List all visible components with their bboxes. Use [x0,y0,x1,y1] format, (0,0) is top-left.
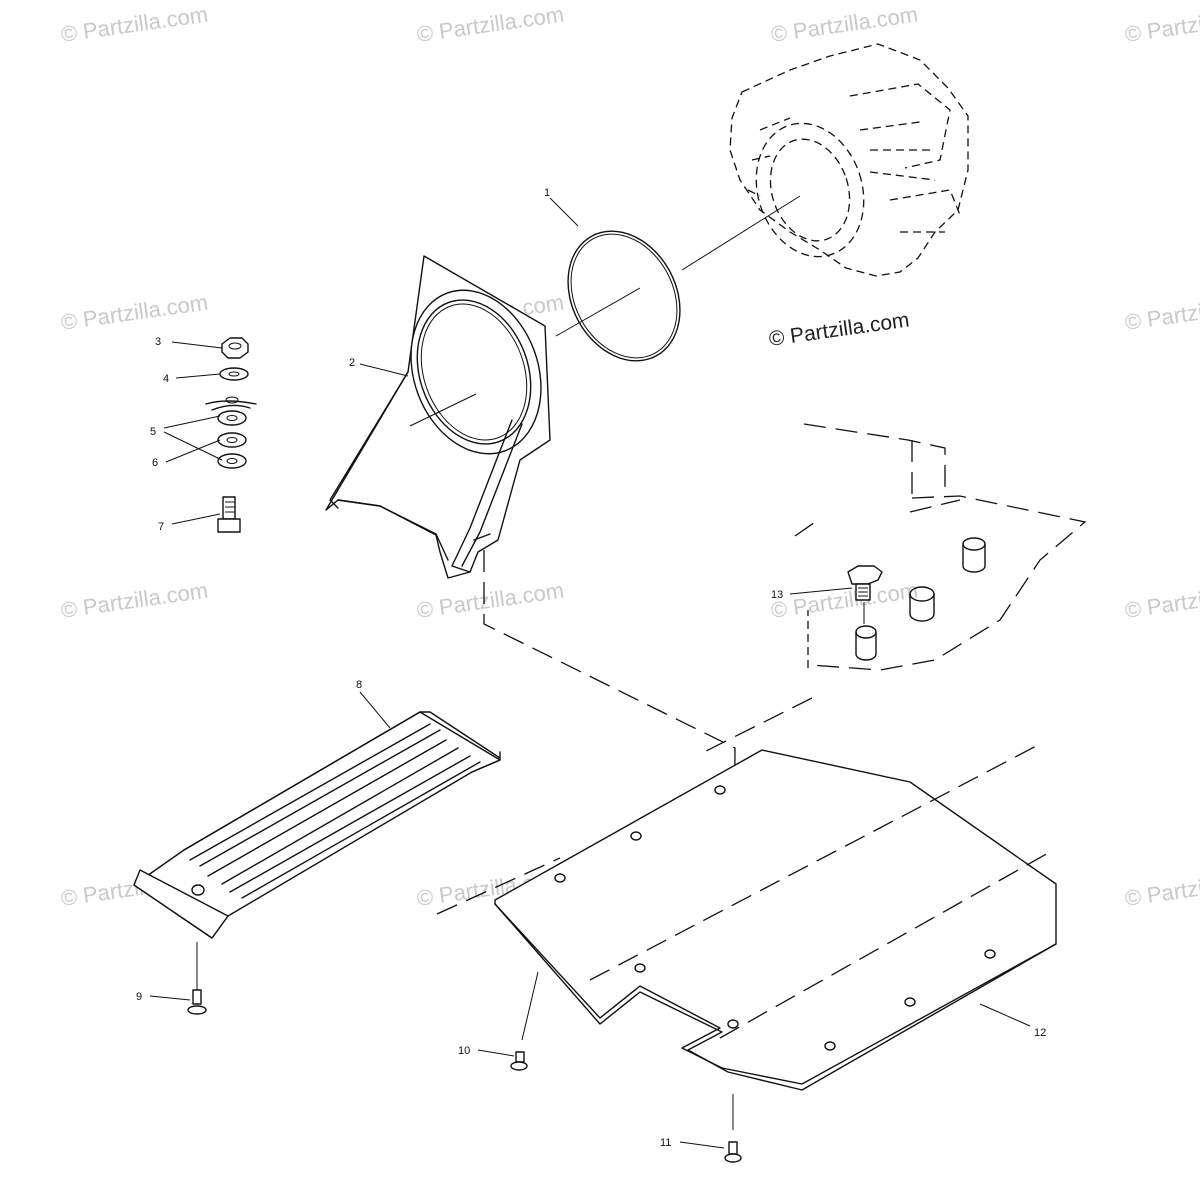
callout-label: 3 [155,336,161,348]
mounting-plate-outline [794,423,1087,671]
callouts: 1 2 3 4 5 6 7 8 9 10 11 12 13 [136,187,1046,1149]
washer-icon [217,410,247,426]
callout-label: 10 [458,1045,470,1057]
watermark: © Partzilla.com [1123,578,1200,623]
intake-housing [325,255,551,579]
watermark: © Partzilla.com [415,2,565,47]
callout-label: 7 [158,521,164,533]
fastener-stack [205,337,257,533]
assembly-line [436,857,561,915]
assembly-line [699,697,813,755]
watermark: © Partzilla.com [1123,2,1200,47]
screw-icon [510,971,539,1071]
washer-icon [217,432,247,448]
watermark-main: © Partzilla.com [767,308,910,350]
bolt-icon [217,496,241,533]
callout-label: 12 [1034,1027,1046,1039]
screw-icon [187,942,207,1015]
o-ring [567,230,681,362]
callout-label: 11 [660,1137,671,1149]
callout-label: 8 [356,679,362,691]
axis-line [409,393,477,427]
callout-label: 1 [544,187,550,199]
screw-icon [724,1094,742,1163]
washer-icon [219,367,249,381]
skid-plate [494,743,1057,1091]
watermark: © Partzilla.com [59,2,209,47]
callout-label: 5 [150,426,156,438]
callout-label: 13 [771,589,783,601]
callout-label: 9 [136,991,142,1003]
watermark: © Partzilla.com [769,2,919,47]
nut-icon [221,337,249,359]
washer-icon [217,453,247,469]
watermark: © Partzilla.com [1123,290,1200,335]
sensor-part [847,565,883,624]
watermark: © Partzilla.com [769,578,919,623]
watermark: © Partzilla.com [59,578,209,623]
watermark: © Partzilla.com [59,290,209,335]
watermark: © Partzilla.com [415,578,565,623]
watermark: © Partzilla.com [1123,866,1200,911]
axis-line [681,195,801,271]
ride-plate [133,711,501,939]
pump-housing [729,43,969,277]
callout-label: 4 [163,373,169,385]
axis-line [555,287,641,337]
callout-label: 6 [152,457,158,469]
callout-label: 2 [349,357,355,369]
